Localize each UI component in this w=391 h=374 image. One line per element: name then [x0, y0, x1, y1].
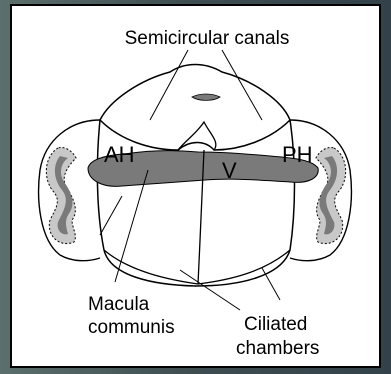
label-macula-line1: Macula: [88, 294, 150, 315]
label-v: V: [222, 158, 237, 183]
label-ph: PH: [282, 142, 313, 167]
leader-ciliated-2: [262, 268, 280, 300]
label-ah: AH: [104, 142, 135, 167]
upper-dome-outline: [100, 65, 290, 151]
label-ciliated-line2: chambers: [236, 338, 319, 359]
label-macula-line2: communis: [88, 317, 175, 338]
label-ciliated-line1: Ciliated: [244, 314, 307, 335]
label-semicircular-canals: Semicircular canals: [125, 28, 290, 49]
